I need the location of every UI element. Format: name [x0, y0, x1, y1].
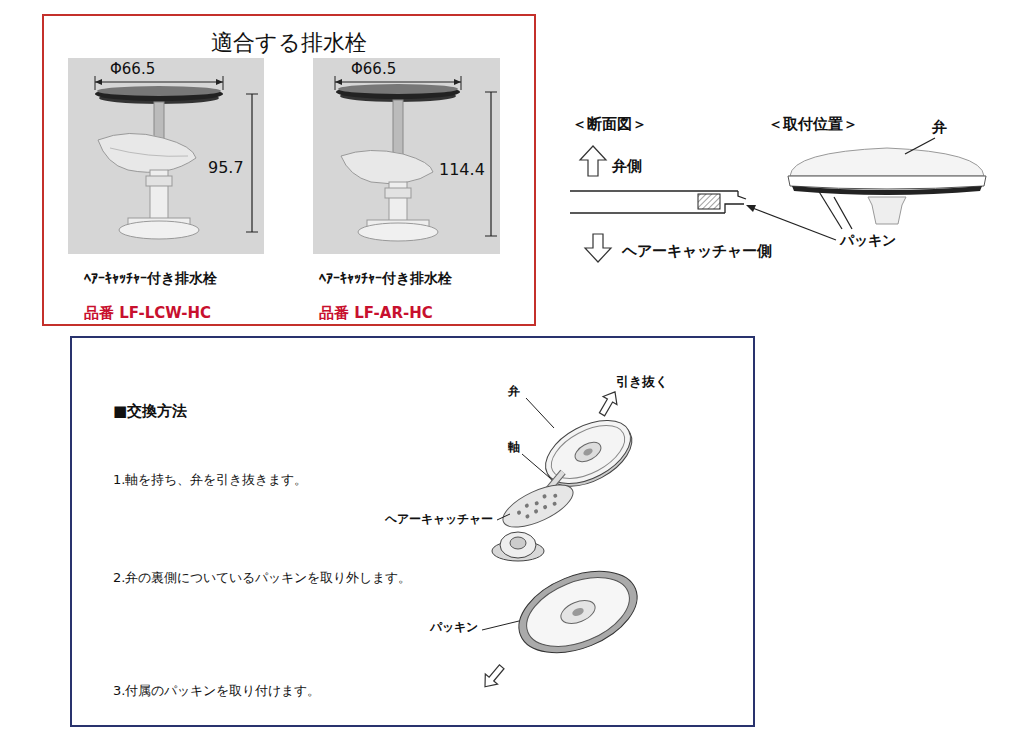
direction-label: ヘアーキャッチャー側	[622, 242, 772, 260]
drain-plug-panel: Φ66.5 114.4 ﾍｱｰｷｬｯﾁｬｰ付き排水栓品番 LF-AR-HC	[315, 60, 505, 322]
dimension-label: 95.7	[208, 158, 244, 177]
section-heading: ■交換方法	[113, 402, 187, 420]
step-text: 3.付属のパッキンを取り付けます。	[113, 683, 320, 699]
mounting-view	[788, 138, 986, 229]
dimension-label: 114.4	[439, 160, 485, 179]
product-caption: ﾍｱｰｷｬｯﾁｬｰ付き排水栓	[84, 270, 217, 287]
drain-plug-panel: Φ66.5 95.7 ﾍｱｰｷｬｯﾁｬｰ付き排水栓品番 LF-LCW-HC	[70, 60, 266, 322]
part-name: パッキン	[840, 232, 896, 249]
part-name: パッキン	[430, 620, 478, 634]
part-number: 品番 LF-LCW-HC	[84, 304, 211, 322]
dimension-label: Φ66.5	[110, 60, 155, 78]
part-name: 弁	[932, 118, 947, 136]
product-caption: ﾍｱｰｷｬｯﾁｬｰ付き排水栓	[319, 270, 452, 287]
drain-plug-photo	[68, 58, 264, 254]
product-frame: 適合する排水栓Φ66.595.7ﾍｱｰｷｬｯﾁｬｰ付き排水栓品番 LF-LCW-…	[42, 14, 536, 326]
view-heading: ＜断面図＞	[572, 115, 647, 133]
instruction-frame: ■交換方法 1.軸を持ち、弁を引き抜きます。 2.弁の裏側についているパッキンを取り…	[70, 336, 755, 727]
dimension-label: Φ66.5	[351, 60, 396, 78]
direction-label: 弁側	[612, 157, 642, 175]
part-name: 軸	[508, 440, 520, 454]
exchange-illustration	[479, 388, 649, 692]
section-view	[570, 146, 836, 262]
step-text: 2.弁の裏側についているパッキンを取り外します。	[113, 570, 411, 586]
part-name: 弁	[508, 384, 520, 398]
step-text: 1.軸を持ち、弁を引き抜きます。	[113, 472, 307, 488]
part-name: ヘアーキャッチャー	[385, 512, 493, 526]
view-heading: ＜取付位置＞	[768, 115, 858, 133]
frame-title: 適合する排水栓	[44, 30, 534, 56]
part-number: 品番 LF-AR-HC	[319, 304, 433, 322]
drain-plug-photo	[313, 58, 500, 254]
action-label: 引き抜く	[616, 374, 668, 390]
